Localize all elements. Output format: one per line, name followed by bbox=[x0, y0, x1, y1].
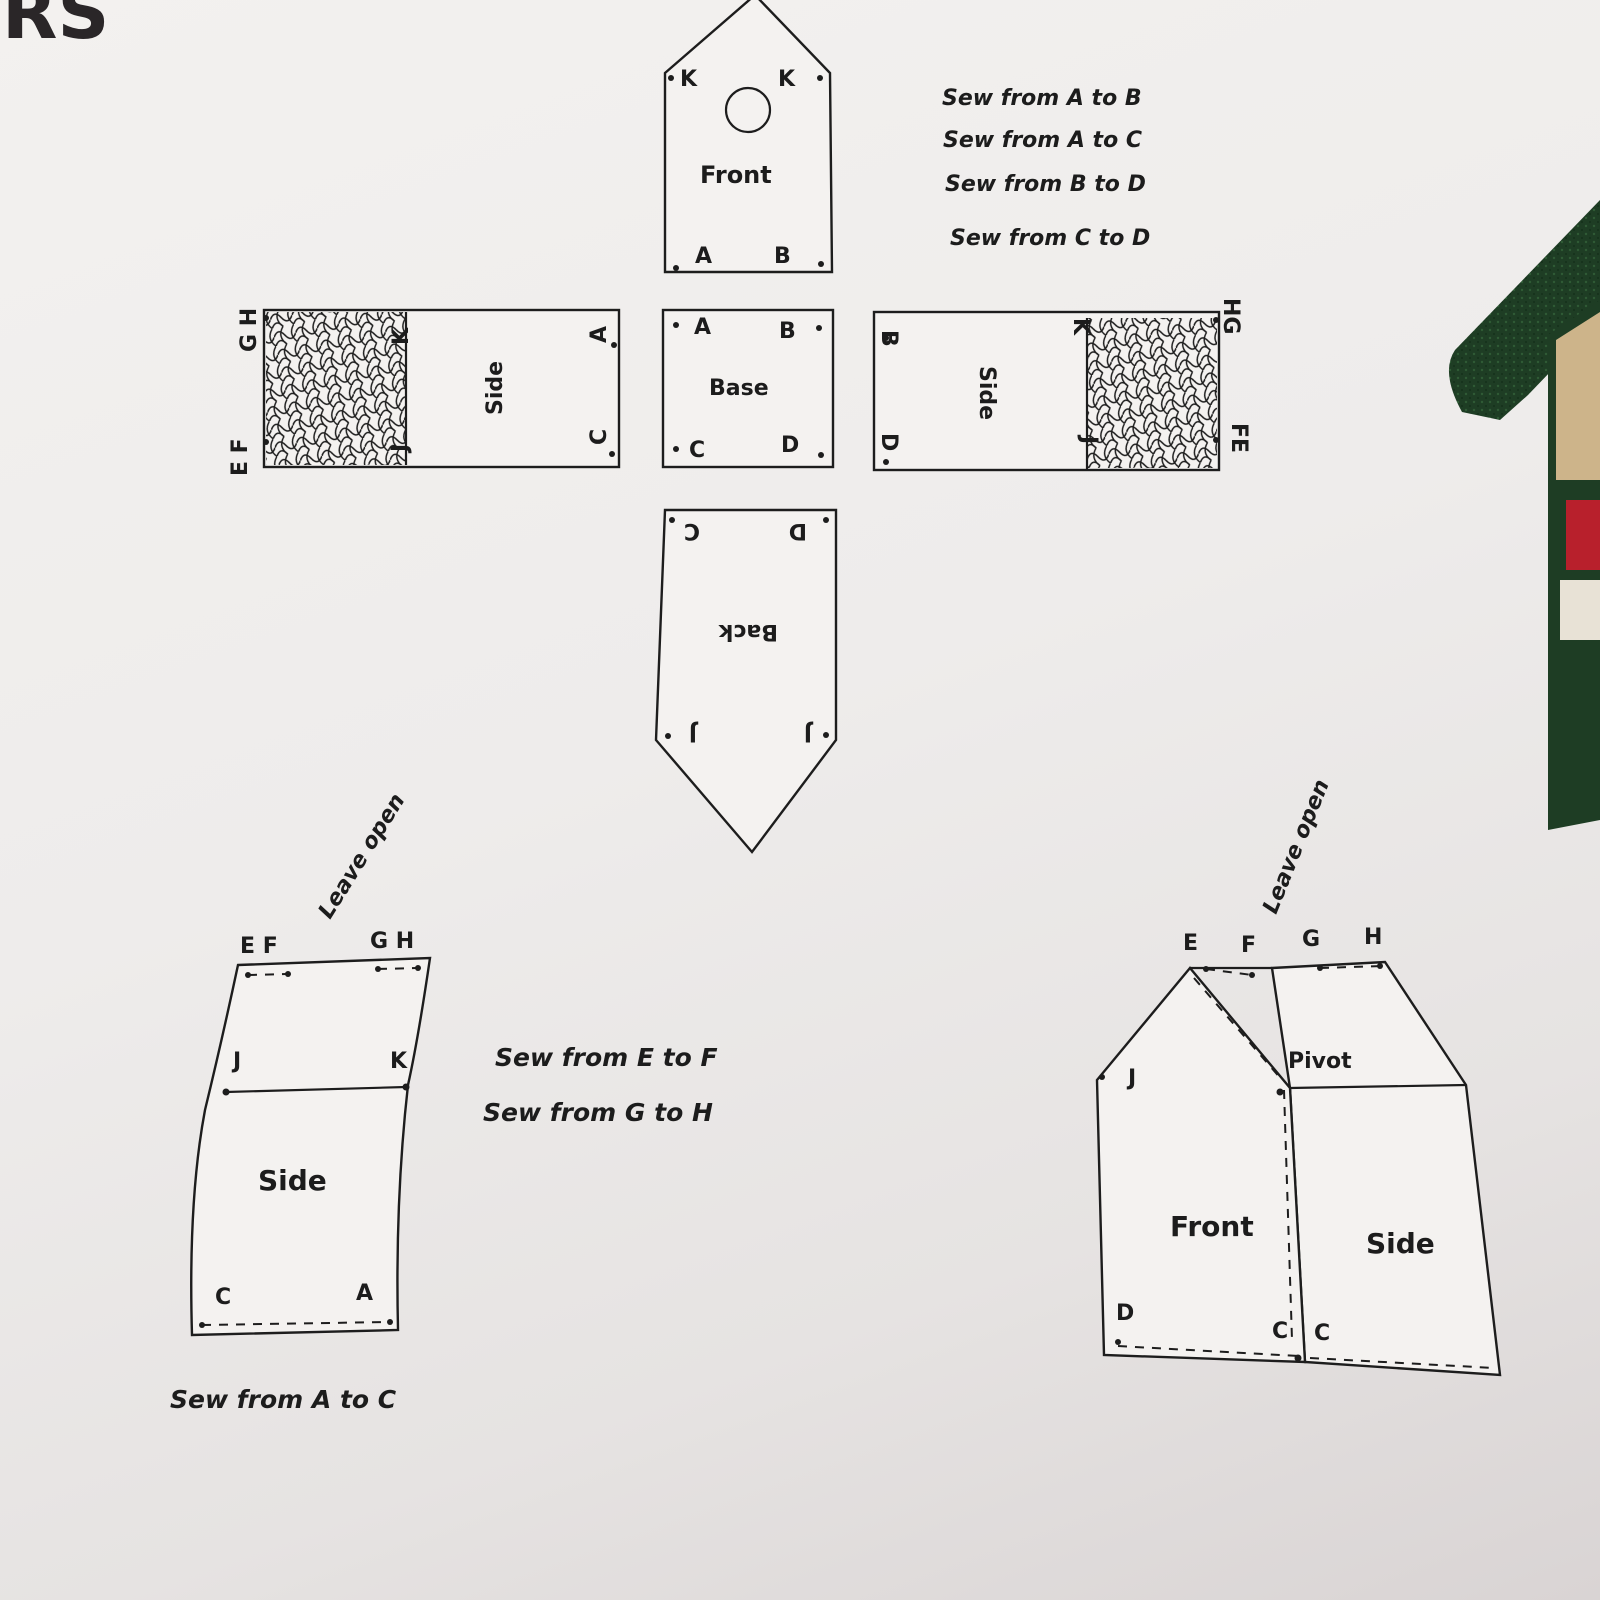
instruction-e-to-f: Sew from E to F bbox=[495, 1043, 718, 1072]
base-corner-d: D bbox=[781, 433, 799, 458]
left-side-gh: G H bbox=[237, 308, 262, 352]
leave-open-left: Leave open bbox=[314, 789, 411, 923]
front-corner-a: A bbox=[695, 244, 712, 269]
back-piece: C D Back J J bbox=[654, 508, 838, 854]
middle-instructions: Sew from E to F Sew from G to H bbox=[483, 1043, 718, 1127]
instruction-a-to-b: Sew from A to B bbox=[942, 86, 1142, 111]
front-corner-k-right: K bbox=[778, 67, 796, 92]
top-letter-e: E bbox=[1183, 931, 1198, 956]
left-side-a: A bbox=[587, 326, 612, 343]
base-corner-b: B bbox=[779, 319, 796, 344]
bottom-left-side-diagram: Leave open E F G H J K Side C A Sew from… bbox=[170, 789, 432, 1414]
left-side-k: K bbox=[389, 327, 414, 345]
right-side-label: Side bbox=[974, 366, 999, 420]
right-side-k: K bbox=[1068, 318, 1093, 336]
right-side-hg: HG bbox=[1218, 298, 1243, 334]
front-piece: K K Front A B bbox=[663, 0, 834, 274]
left-side-j: J bbox=[388, 444, 413, 454]
instruction-a-to-c: Sew from A to C bbox=[943, 128, 1142, 153]
left-side-piece: G H E F K J Side A C bbox=[228, 308, 621, 476]
right-side-d: D bbox=[876, 433, 901, 451]
front-label-bottom: Front bbox=[1170, 1210, 1254, 1243]
right-side-b: B bbox=[876, 330, 901, 347]
mid-letter-j: J bbox=[231, 1049, 241, 1074]
instruction-c-to-d: Sew from C to D bbox=[950, 226, 1150, 251]
instruction-g-to-h: Sew from G to H bbox=[483, 1098, 713, 1127]
front-corner-b: B bbox=[774, 244, 791, 269]
title-fragment: RS bbox=[2, 0, 109, 55]
right-side-j: J bbox=[1076, 434, 1101, 444]
back-corner-j-right: J bbox=[804, 720, 814, 745]
top-letters-gh: G H bbox=[370, 929, 414, 954]
top-instructions: Sew from A to B Sew from A to C Sew from… bbox=[942, 86, 1150, 251]
bottom-letter-c: C bbox=[215, 1285, 231, 1310]
top-letters-ef: E F bbox=[240, 934, 278, 959]
left-side-label: Side bbox=[483, 361, 508, 415]
right-side-fe: FE bbox=[1226, 423, 1251, 453]
letter-c-right: C bbox=[1314, 1321, 1330, 1346]
side-label-bottom: Side bbox=[1366, 1227, 1435, 1260]
left-side-c: C bbox=[587, 429, 612, 445]
front-corner-k-left: K bbox=[680, 67, 698, 92]
bottom-left-side-label: Side bbox=[258, 1164, 327, 1197]
base-piece: A B Base C D bbox=[661, 308, 835, 469]
back-label: Back bbox=[717, 619, 778, 644]
leave-open-right: Leave open bbox=[1258, 776, 1334, 917]
instruction-b-to-d: Sew from B to D bbox=[945, 172, 1146, 197]
bottom-letter-a: A bbox=[356, 1281, 373, 1306]
letter-c-left: C bbox=[1272, 1319, 1288, 1344]
back-corner-j-left: J bbox=[689, 720, 699, 745]
top-letter-h: H bbox=[1364, 925, 1382, 950]
bottom-right-front-side-diagram: Leave open E F G H Pivot J Front Side D … bbox=[1095, 776, 1502, 1377]
base-label: Base bbox=[709, 376, 769, 401]
base-corner-c: C bbox=[689, 438, 705, 463]
letter-j: J bbox=[1126, 1066, 1136, 1091]
top-letter-g: G bbox=[1302, 927, 1320, 952]
pivot-label: Pivot bbox=[1288, 1049, 1352, 1074]
mid-letter-k: K bbox=[390, 1049, 408, 1074]
right-side-piece: B D Side K J HG FE bbox=[872, 298, 1251, 472]
top-letter-f: F bbox=[1241, 933, 1256, 958]
base-corner-a: A bbox=[694, 315, 711, 340]
back-corner-d: D bbox=[789, 518, 807, 543]
instruction-a-to-c-bottom: Sew from A to C bbox=[170, 1385, 397, 1414]
letter-d: D bbox=[1116, 1301, 1134, 1326]
back-corner-c: C bbox=[684, 518, 700, 543]
house-fabric-print bbox=[1448, 200, 1600, 830]
front-label: Front bbox=[700, 161, 772, 189]
left-side-ef: E F bbox=[228, 438, 253, 476]
